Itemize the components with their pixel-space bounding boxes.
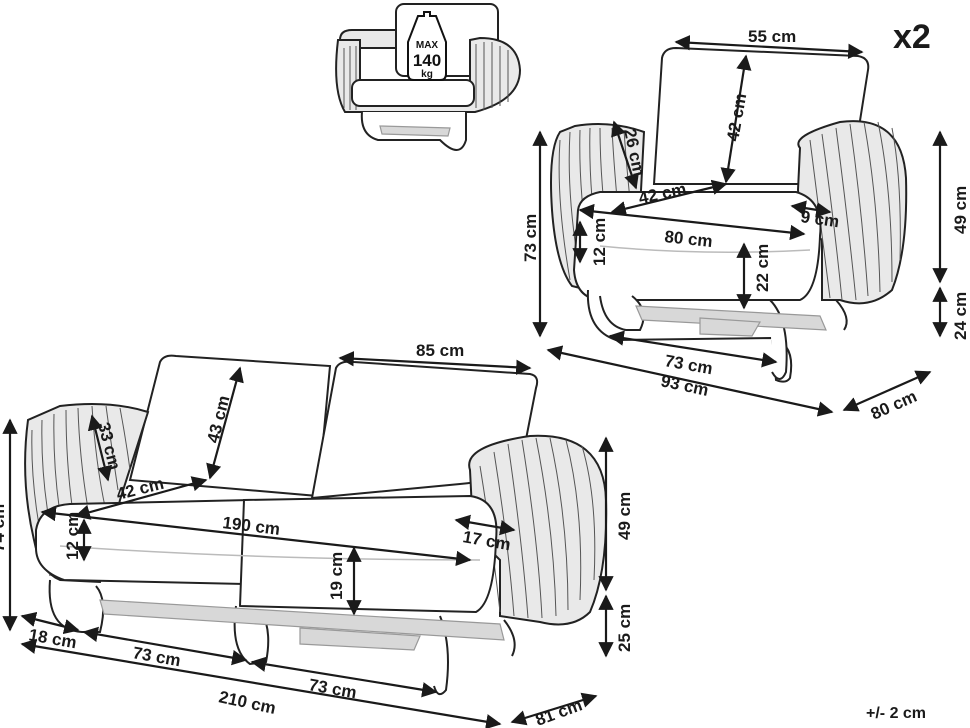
armchair-seat-to-frame-label: 22 cm [753,244,772,292]
sofa-seat-height-label: 25 cm [615,604,634,652]
sofa-seat-to-frame-label: 19 cm [327,552,346,600]
sofa-inner-length-right-label: 73 cm [307,675,358,702]
sofa-drawing [24,354,608,696]
max-load-chair-icon: MAX 140 kg [335,3,522,151]
armchair-arm-height-label: 49 cm [951,186,970,234]
armchair-cushion-thickness-label: 12 cm [590,218,609,266]
sofa-back-cushion-width-label: 85 cm [416,341,464,360]
max-load-line3: kg [421,69,433,80]
armchair-total-depth-label: 80 cm [868,387,920,424]
quantity-label: x2 [893,18,931,56]
sofa-arm-height-label: 49 cm [615,492,634,540]
sofa-total-depth-label: 81 cm [533,695,585,728]
armchair-width-back-label: 55 cm [748,27,796,46]
armchair-seat-width-label: 80 cm [664,227,714,251]
max-load-line1: MAX [416,40,439,51]
armchair-seat-height-label: 24 cm [951,292,970,340]
sofa-total-width-label: 210 cm [217,687,277,718]
weight-icon: MAX 140 kg [407,11,447,81]
sofa-total-height-label: 74 cm [0,504,8,552]
armchair-drawing [550,46,908,383]
armchair-total-height-label: 73 cm [521,214,540,262]
max-load-line2: 140 [413,51,441,70]
tolerance-note: +/- 2 cm [866,705,926,722]
sofa-cushion-thickness-label: 12 cm [63,512,82,560]
